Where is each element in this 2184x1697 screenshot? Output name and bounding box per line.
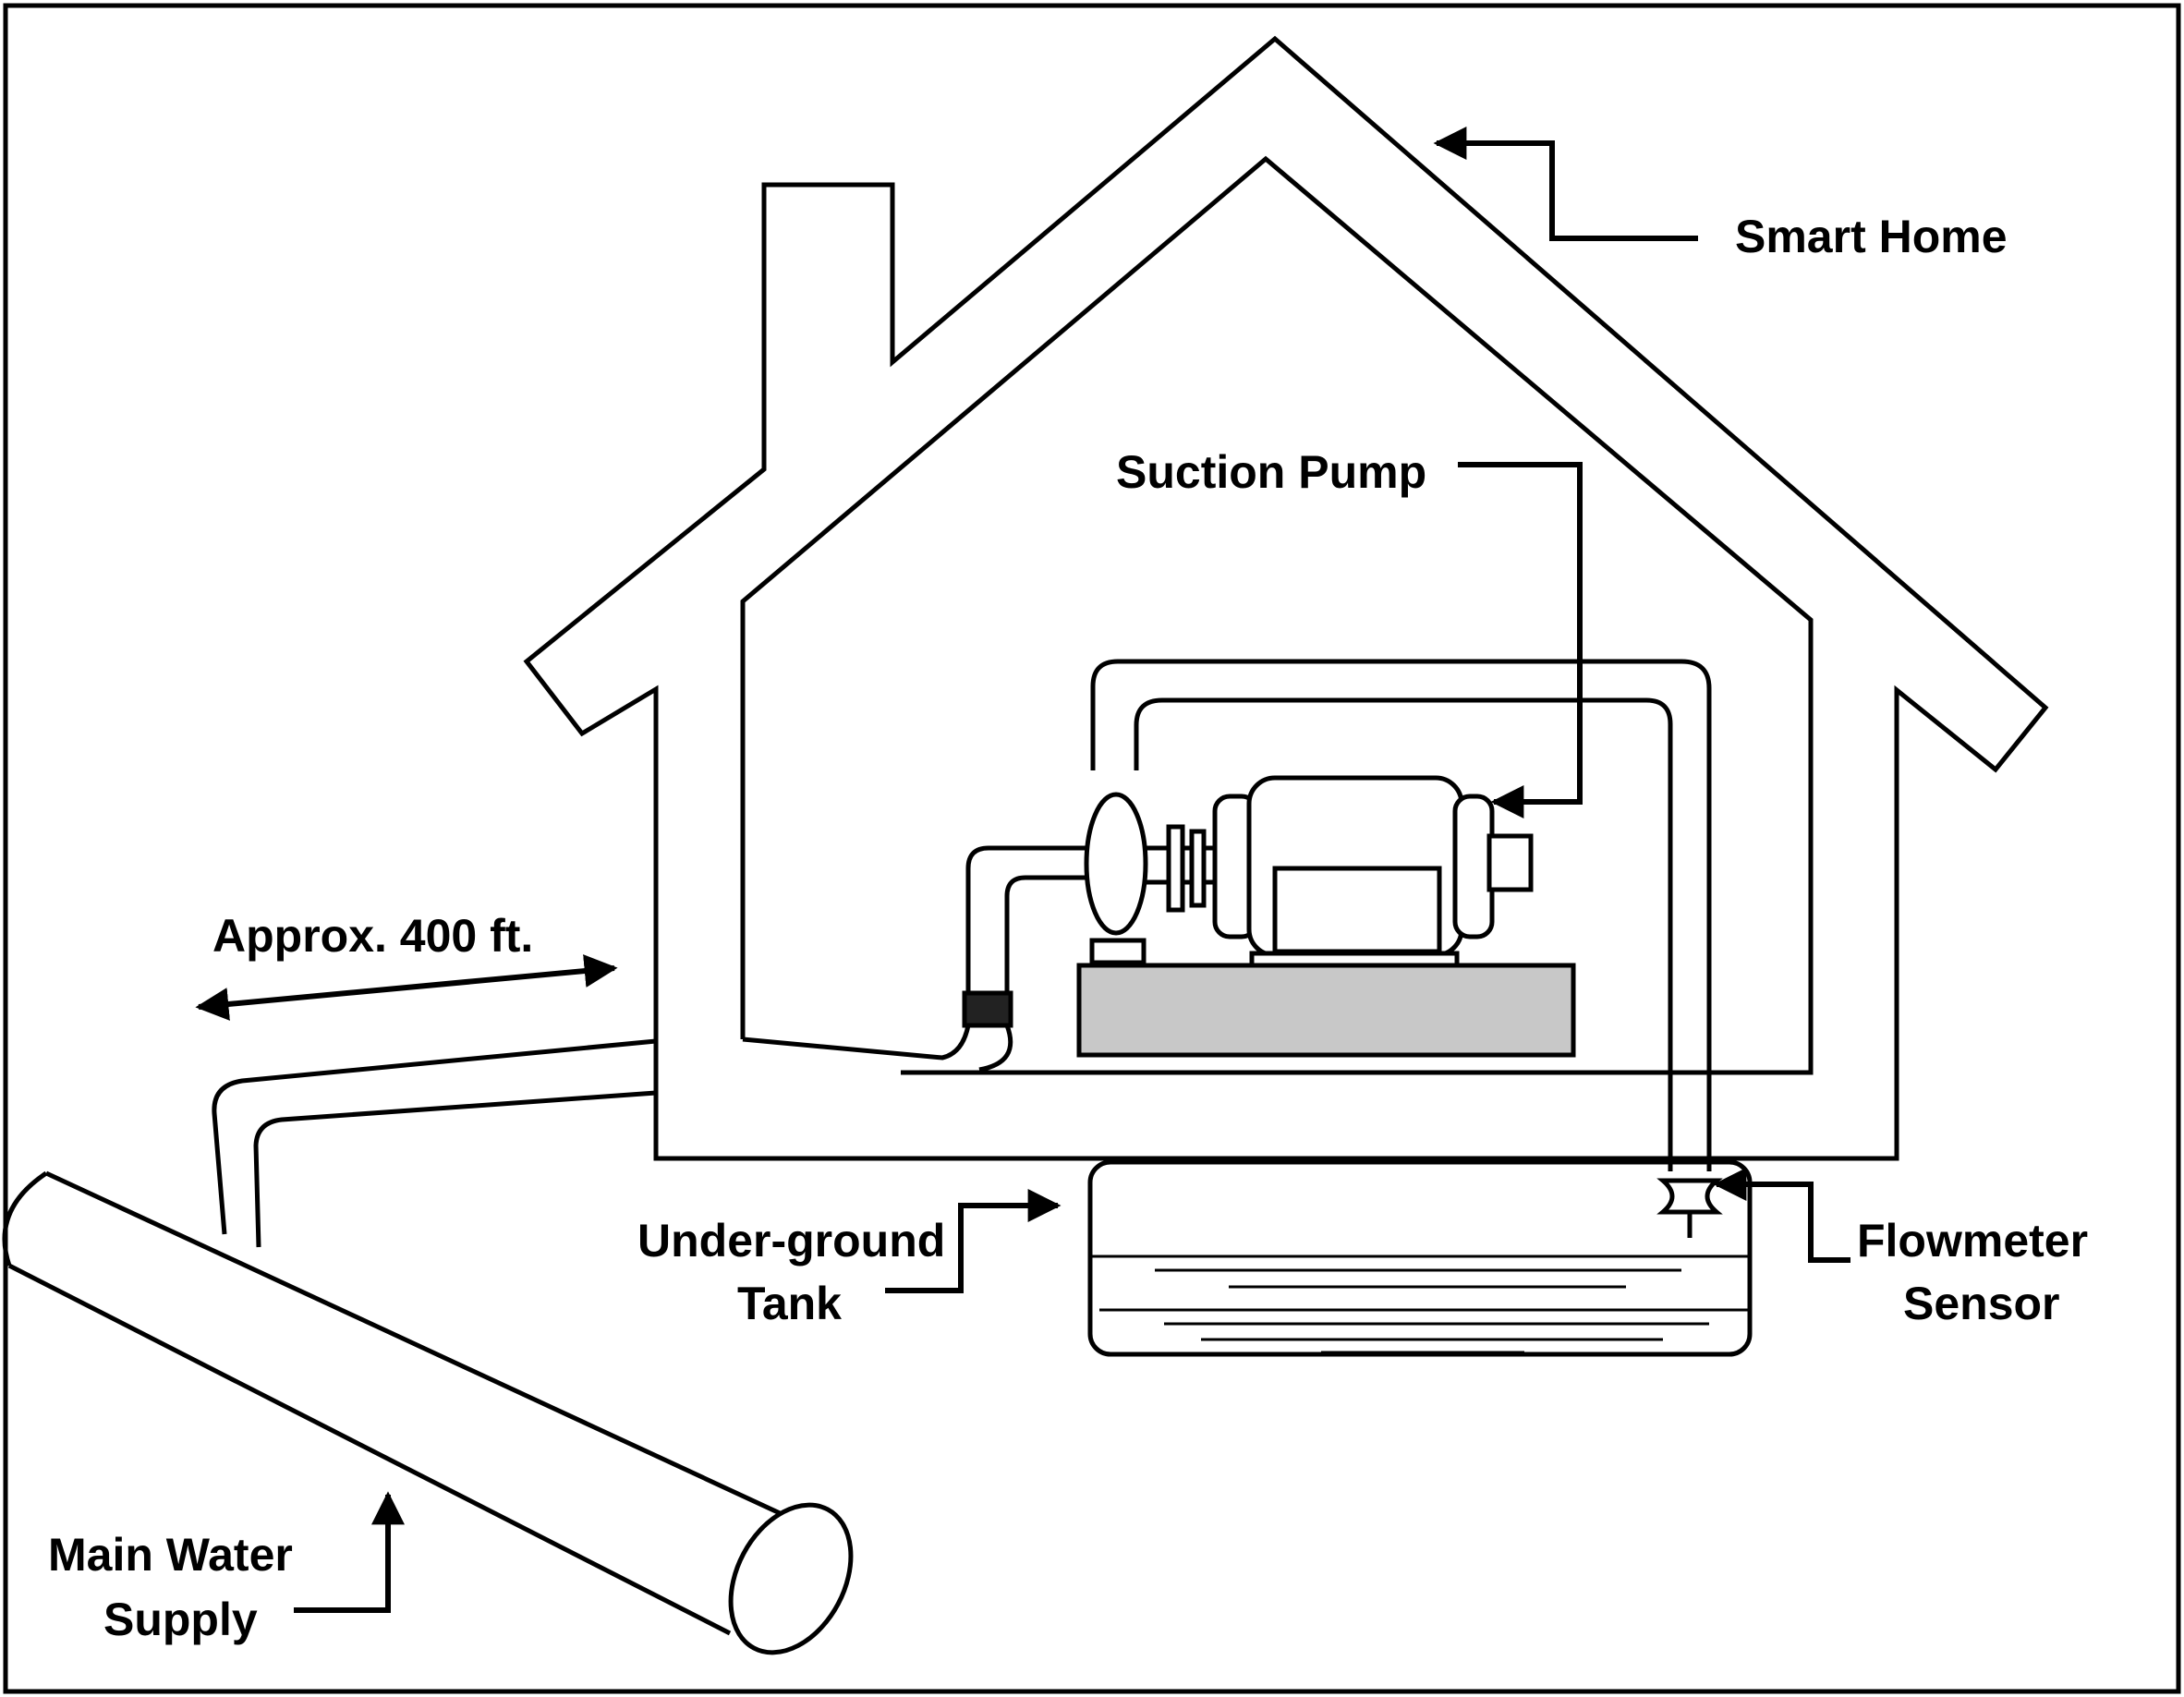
smart-home-label: Smart Home [1735,211,2008,262]
underground-tank [1087,1159,1753,1357]
tank-pointer [885,1189,1062,1293]
distance-label: Approx. 400 ft. [212,910,533,962]
suction-pipe-inner [1134,697,1673,1171]
tank-label-line2: Tank [737,1278,842,1329]
tank-label-line1: Under-ground [637,1215,945,1267]
flowmeter-label-line1: Flowmeter [1857,1215,2088,1267]
tank-water-lines [1090,1255,1750,1354]
smart-home-pointer [1433,127,1698,241]
main-supply-label-line1: Main Water [48,1529,293,1581]
pump-base [1076,963,1576,1058]
discharge-pipe-outer [965,845,1090,993]
suction-pump-label: Suction Pump [1116,446,1426,498]
figure-border [3,3,2181,1694]
house-inner-outline [740,155,1814,1075]
motor-rear-flange [1452,794,1495,939]
main-supply-label-line2: Supply [103,1594,258,1645]
discharge-pipe-inner [1004,875,1090,993]
main-supply-pipe-right-end [728,1502,854,1655]
pump-volute [1084,792,1148,936]
suction-pump-pointer [1458,462,1583,818]
distance-arrow [195,954,618,1021]
main-supply-pointer [294,1491,405,1613]
motor-shaft-end [1486,833,1534,892]
supply-pipe-outer [212,1038,657,1235]
suction-pipe-outer [1090,659,1712,1171]
pump-volute-foot [1089,938,1147,965]
main-supply-pipe-body [7,1170,806,1636]
discharge-pipe-bend [742,1024,1013,1073]
flowmeter-pointer [1713,1168,1850,1263]
flowmeter-label-line2: Sensor [1903,1278,2060,1329]
motor-terminal-box [1272,866,1442,954]
house-outer-outline [523,35,2049,1161]
supply-pipe-inner [253,1090,657,1248]
main-supply-pipe-left-end [2,1170,48,1267]
pipe-coupling [962,990,1013,1028]
shaft-coupling [1166,824,1207,913]
flowmeter-sensor [1656,1178,1723,1215]
